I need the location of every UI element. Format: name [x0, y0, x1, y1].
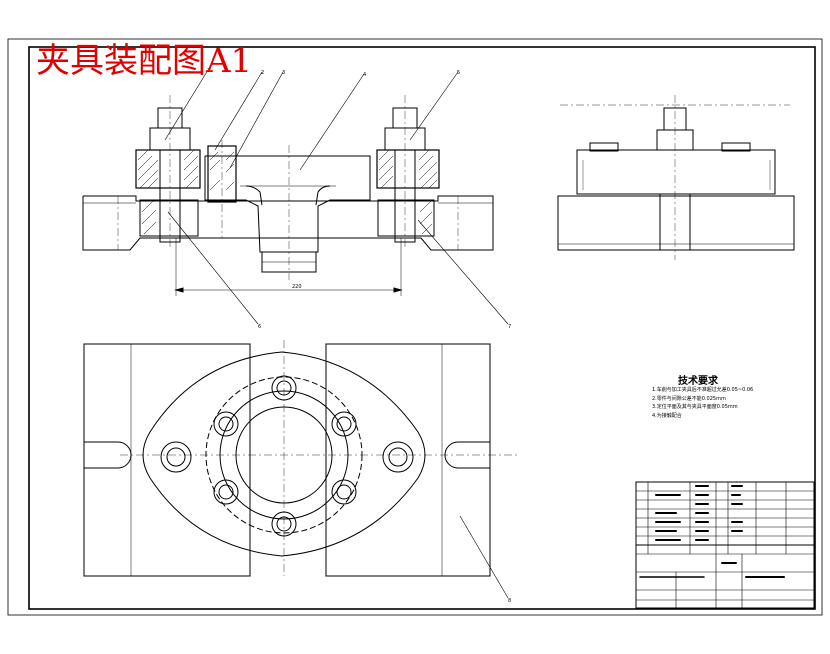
- section-hatching: [137, 149, 438, 235]
- technical-requirements-list: 1.车削与加工夹具后不准超过允差0.05~0.06 2.零件与间隙公差不能0.0…: [652, 386, 753, 420]
- drawing-title: 夹具装配图A1: [36, 41, 252, 81]
- dimension-220: 220: [292, 284, 302, 290]
- top-view: [83, 340, 520, 577]
- technical-requirement-1: 1.车削与加工夹具后不准超过允差0.05~0.06: [652, 387, 754, 393]
- leader-lines: [164, 69, 509, 599]
- balloon-3: 3: [282, 70, 285, 76]
- front-section-view: [82, 95, 494, 296]
- technical-requirements-heading: 技术要求: [678, 376, 718, 387]
- balloon-6: 6: [258, 324, 261, 330]
- balloon-7: 7: [508, 324, 511, 330]
- side-view: [557, 95, 795, 260]
- technical-requirement-3: 3.定位平面及其与夹具平面度0.05mm: [652, 404, 738, 410]
- balloons: 1 2 3 4 5 6 7 8: [207, 68, 511, 604]
- sheet-border: [7, 38, 823, 616]
- bolt-circle-holes: [160, 375, 414, 537]
- title-block-fill: [639, 485, 785, 578]
- balloon-4: 4: [363, 72, 366, 78]
- title-block: [635, 481, 815, 609]
- balloon-8: 8: [508, 598, 511, 604]
- balloon-1: 1: [207, 68, 210, 74]
- technical-requirement-2: 2.零件与间隙公差不能0.025mm: [652, 395, 726, 402]
- technical-requirement-4: 4.为接触配合: [652, 412, 682, 419]
- balloon-2: 2: [261, 70, 264, 76]
- balloon-5: 5: [457, 70, 460, 76]
